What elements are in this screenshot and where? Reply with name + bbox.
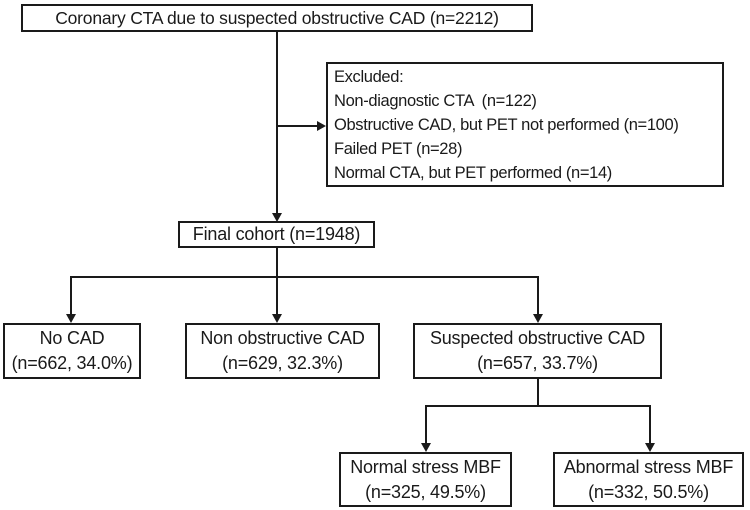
arrowhead-down-abnormal-mbf <box>645 443 655 452</box>
node-suspected-obstructive-cad: Suspected obstructive CAD (n=657, 33.7%) <box>413 323 662 379</box>
excluded-item-normal-cta-pet: Normal CTA, but PET performed (n=14) <box>334 163 612 182</box>
node-no-cad: No CAD (n=662, 34.0%) <box>3 323 141 379</box>
excluded-item-non-diagnostic: Non-diagnostic CTA (n=122) <box>334 91 537 110</box>
branch-line-mbf <box>425 405 651 407</box>
arrowhead-down-no-cad <box>66 314 76 323</box>
arrowhead-down-normal-mbf <box>421 443 431 452</box>
node-abnormal-mbf-label: Abnormal stress MBF <box>563 456 734 477</box>
node-abnormal-mbf-count: (n=332, 50.5%) <box>588 481 709 502</box>
node-normal-mbf-count: (n=325, 49.5%) <box>365 481 486 502</box>
node-suspected-label: Suspected obstructive CAD <box>429 328 646 348</box>
connector-to-non-obstructive <box>276 277 278 315</box>
excluded-item-failed-pet: Failed PET (n=28) <box>334 139 463 158</box>
node-final-cohort: Final cohort (n=1948) <box>178 221 375 248</box>
arrowhead-down-final-cohort <box>272 213 282 222</box>
node-abnormal-stress-mbf: Abnormal stress MBF (n=332, 50.5%) <box>553 452 744 507</box>
excluded-title: Excluded: <box>334 67 404 86</box>
connector-to-no-cad <box>70 277 72 315</box>
connector-top-to-final <box>276 32 278 214</box>
node-non-obstructive-label: Non obstructive CAD <box>200 328 365 348</box>
excluded-item-obstructive-no-pet: Obstructive CAD, but PET not performed (… <box>334 115 679 134</box>
arrowhead-right-excluded <box>317 121 326 131</box>
node-coronary-cta: Coronary CTA due to suspected obstructiv… <box>21 4 533 32</box>
node-suspected-count: (n=657, 33.7%) <box>477 353 598 373</box>
arrowhead-down-suspected <box>533 314 543 323</box>
node-no-cad-label: No CAD <box>39 328 105 348</box>
node-non-obstructive-count: (n=629, 32.3%) <box>222 353 343 373</box>
arrowhead-down-non-obstructive <box>272 314 282 323</box>
connector-final-down <box>276 248 278 277</box>
branch-line-main <box>70 276 539 278</box>
connector-to-abnormal-mbf <box>649 406 651 444</box>
connector-to-suspected <box>537 277 539 315</box>
node-non-obstructive-cad: Non obstructive CAD (n=629, 32.3%) <box>185 323 380 379</box>
node-normal-mbf-label: Normal stress MBF <box>350 456 501 477</box>
connector-to-excluded <box>277 125 318 127</box>
node-no-cad-count: (n=662, 34.0%) <box>11 353 133 373</box>
node-normal-stress-mbf: Normal stress MBF (n=325, 49.5%) <box>339 452 512 507</box>
node-excluded: Excluded: Non-diagnostic CTA (n=122) Obs… <box>326 62 724 187</box>
connector-to-normal-mbf <box>425 406 427 444</box>
connector-suspected-down <box>537 379 539 407</box>
